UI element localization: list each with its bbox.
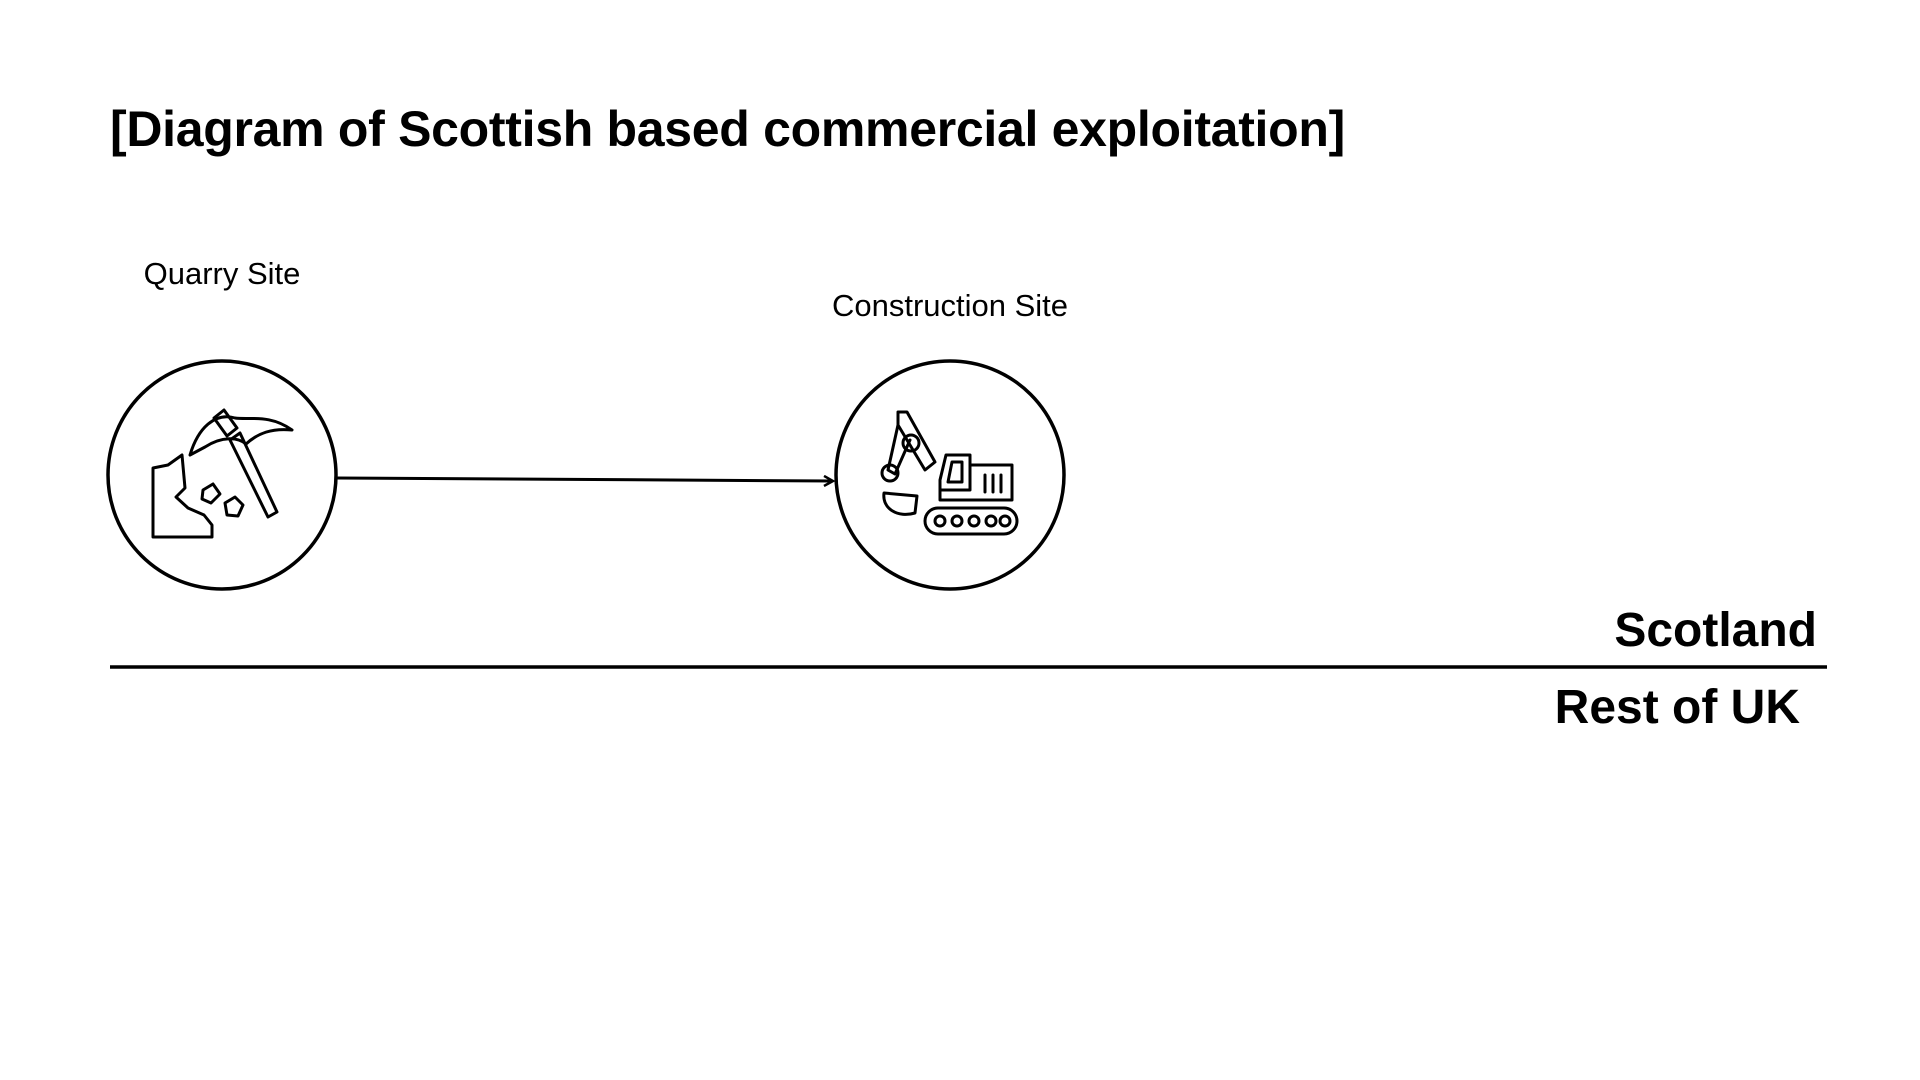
excavator-icon xyxy=(880,410,1019,536)
construction-site-label: Construction Site xyxy=(831,288,1069,323)
pickaxe-rock-icon xyxy=(151,408,294,539)
quarry-site-label: Quarry Site xyxy=(143,256,301,291)
construction-site-node xyxy=(834,359,1066,591)
flow-arrow xyxy=(335,478,833,481)
quarry-site-node xyxy=(106,359,338,591)
diagram-title: [Diagram of Scottish based commercial ex… xyxy=(110,101,1345,157)
region-rest-of-uk-label: Rest of UK xyxy=(1554,681,1800,734)
region-scotland-label: Scotland xyxy=(1614,604,1817,657)
